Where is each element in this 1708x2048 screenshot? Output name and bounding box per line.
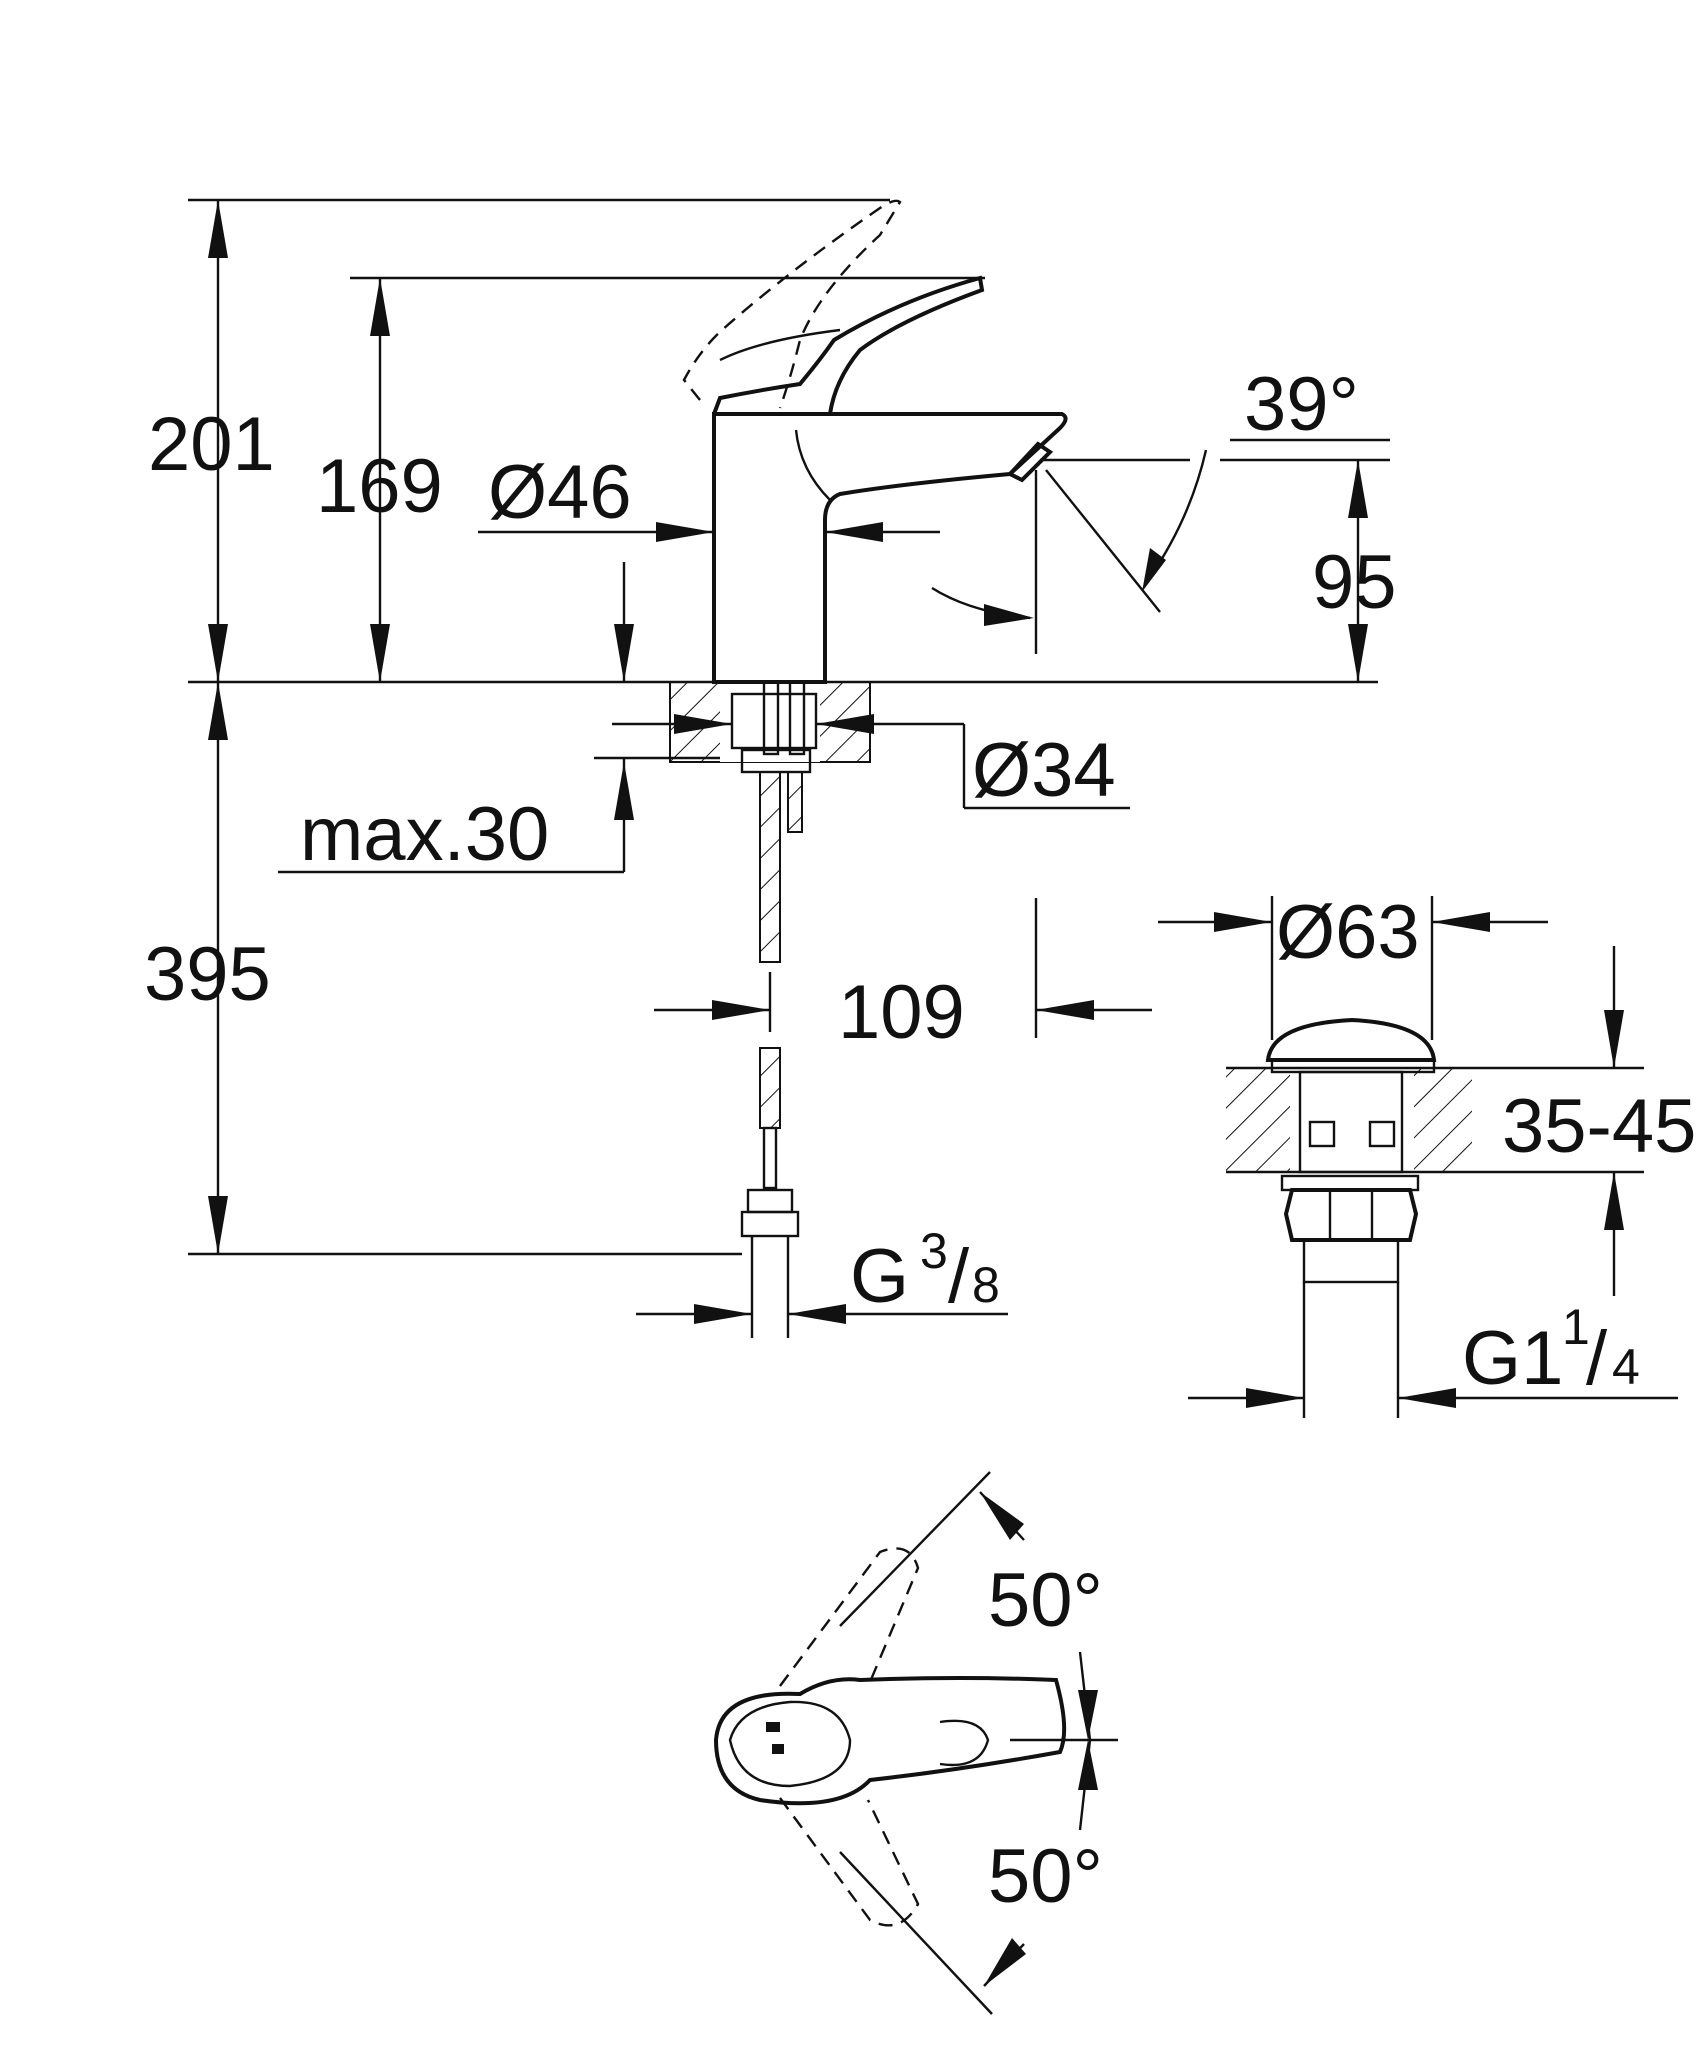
dim-connection-main: G bbox=[850, 1234, 909, 1319]
body-contour bbox=[794, 429, 831, 501]
shank-nut bbox=[730, 692, 818, 750]
dim-spout-height: 95 bbox=[1312, 540, 1397, 625]
dim-waste-thickness: 35-45 bbox=[1502, 1084, 1696, 1169]
dim-rotation-right: 50° bbox=[988, 1834, 1103, 1919]
dim-waste-thread-slash: / bbox=[1586, 1316, 1608, 1401]
lever-top bbox=[713, 1676, 1067, 1806]
aerator bbox=[1006, 441, 1054, 483]
dim-lever-angle: 39° bbox=[1244, 362, 1359, 447]
faucet-top-view: 50° 50° bbox=[713, 1471, 1118, 2015]
dim-hose-length: 395 bbox=[144, 932, 271, 1017]
dim-handle-height: 169 bbox=[316, 444, 443, 529]
dim-connection-den: 8 bbox=[972, 1257, 1000, 1313]
hose-connector bbox=[746, 1188, 794, 1214]
dim-overall-height: 201 bbox=[148, 402, 275, 487]
dim-body-diameter: Ø46 bbox=[488, 450, 632, 535]
dim-shank-diameter: Ø34 bbox=[972, 728, 1116, 813]
dim-connection-num: 3 bbox=[920, 1223, 948, 1279]
dim-spout-reach: 109 bbox=[838, 970, 965, 1055]
dim-waste-thread-main: G1 bbox=[1462, 1316, 1563, 1401]
dim-waste-thread-den: 4 bbox=[1612, 1339, 1640, 1395]
waste-body bbox=[1298, 1070, 1404, 1174]
waste-cap bbox=[1265, 1017, 1437, 1062]
hose-upper bbox=[759, 771, 781, 963]
lever-rotated-left bbox=[779, 1547, 920, 1687]
dim-rotation-left: 50° bbox=[988, 1558, 1103, 1643]
lever-handle bbox=[712, 275, 985, 415]
hose-lower bbox=[759, 1047, 781, 1129]
dim-connection-slash: / bbox=[948, 1234, 970, 1319]
dim-max-deck: max.30 bbox=[300, 792, 549, 877]
dim-waste-diameter: Ø63 bbox=[1276, 890, 1420, 975]
lever-open-position bbox=[682, 199, 902, 409]
dim-waste-thread-num: 1 bbox=[1562, 1299, 1590, 1355]
lever-rotated-right bbox=[779, 1797, 920, 1927]
waste-view: Ø63 35-45 G1 1 / 4 bbox=[1158, 890, 1696, 1418]
faucet-body bbox=[712, 412, 1068, 684]
waste-nut bbox=[1283, 1188, 1419, 1242]
faucet-side-view: 201 169 Ø46 max.30 Ø34 bbox=[144, 198, 1397, 1338]
